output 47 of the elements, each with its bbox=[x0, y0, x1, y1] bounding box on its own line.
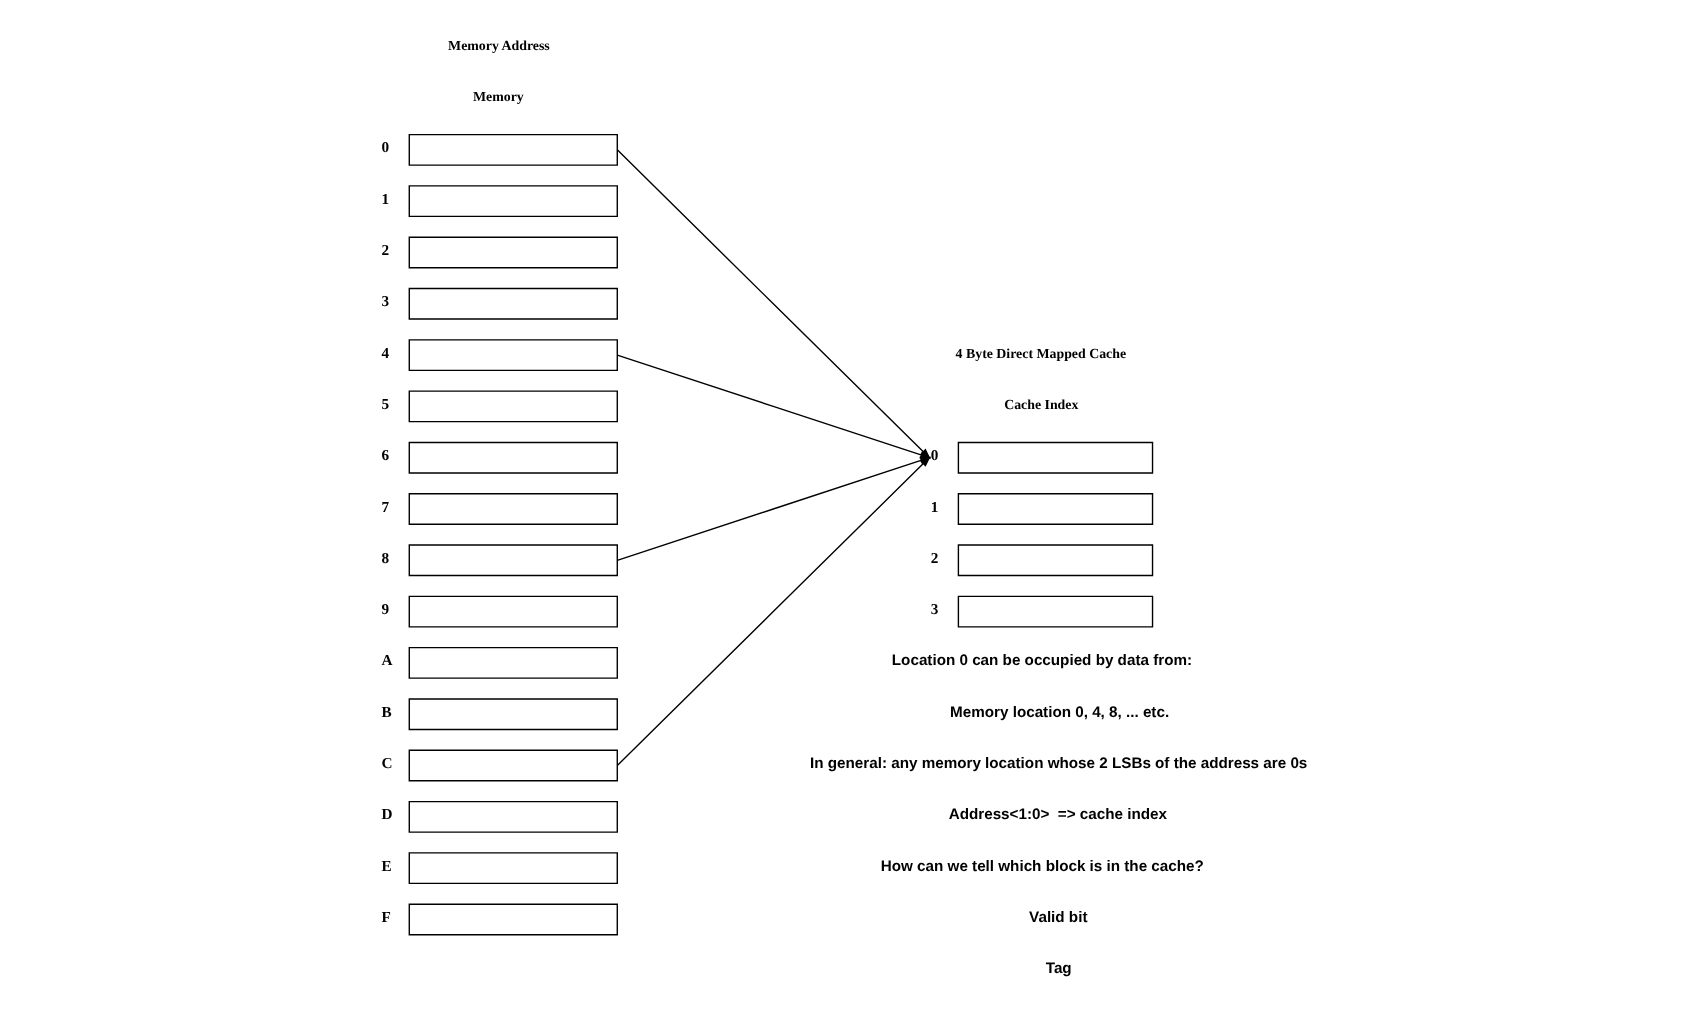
node-label: 0 bbox=[381, 138, 390, 157]
node-box bbox=[408, 133, 618, 166]
node-label: 0 bbox=[930, 446, 939, 465]
node-label: 8 bbox=[381, 548, 390, 567]
node-box bbox=[957, 493, 1154, 525]
node-label: D bbox=[381, 805, 393, 824]
node-box bbox=[408, 441, 618, 474]
label: Memory location 0, 4, 8, ... etc. bbox=[950, 702, 1170, 721]
node-label: A bbox=[381, 651, 393, 670]
node-label: 5 bbox=[381, 394, 390, 413]
node-label: 6 bbox=[381, 446, 390, 465]
label: In general: any memory location whose 2 LSBs of the address are 0s bbox=[810, 754, 1308, 773]
node-box bbox=[408, 800, 618, 833]
node-box bbox=[408, 236, 618, 269]
node-box bbox=[957, 544, 1154, 577]
node-label: 1 bbox=[381, 189, 390, 208]
node-label: 3 bbox=[381, 292, 390, 311]
node-box bbox=[408, 339, 618, 372]
node-label: 1 bbox=[930, 497, 939, 516]
node-box bbox=[408, 544, 618, 577]
node-label: 2 bbox=[381, 240, 390, 259]
node-label: F bbox=[381, 907, 391, 926]
node-label: 4 bbox=[381, 343, 390, 362]
node-label: 9 bbox=[381, 600, 390, 619]
node-box bbox=[408, 493, 618, 525]
node-box bbox=[408, 646, 618, 679]
label: Tag bbox=[1045, 959, 1072, 978]
node-box bbox=[408, 698, 618, 731]
node-label: C bbox=[381, 754, 393, 773]
node-label: B bbox=[381, 702, 392, 721]
label: Address<1:0> => cache index bbox=[948, 805, 1167, 824]
node-label: E bbox=[381, 856, 392, 875]
node-box bbox=[408, 185, 618, 218]
label: How can we tell which block is in the cache? bbox=[880, 856, 1204, 875]
label: Valid bit bbox=[1029, 907, 1088, 926]
node-box bbox=[408, 390, 618, 423]
node-box bbox=[408, 749, 618, 782]
node-box bbox=[408, 903, 618, 936]
node-box bbox=[408, 287, 618, 320]
node-label: 7 bbox=[381, 497, 390, 516]
node-box bbox=[957, 441, 1154, 474]
node-box bbox=[408, 852, 618, 885]
node-label: 2 bbox=[930, 548, 939, 567]
node-box bbox=[957, 595, 1154, 628]
node-label: 3 bbox=[930, 600, 939, 619]
node-box bbox=[408, 595, 618, 628]
label: Location 0 can be occupied by data from: bbox=[891, 651, 1193, 670]
